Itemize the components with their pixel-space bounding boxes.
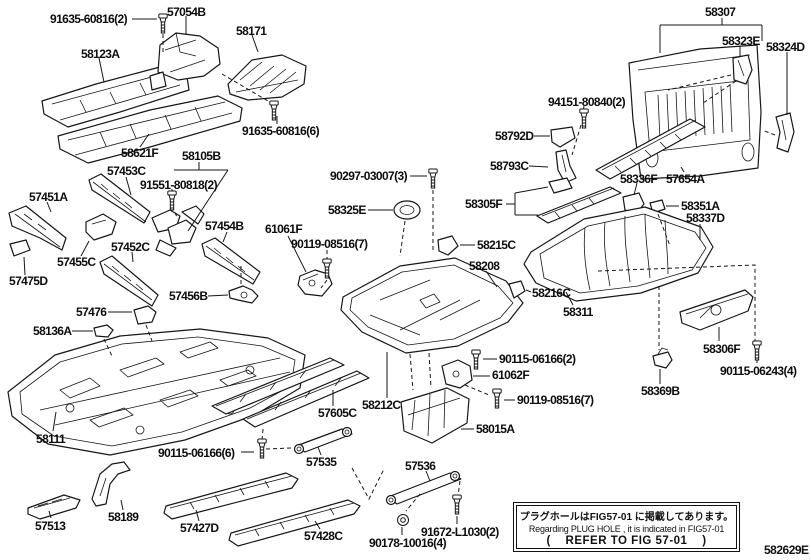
- part-label-58325E: 58325E: [328, 203, 366, 217]
- part-label-57475D: 57475D: [9, 274, 48, 288]
- part-label-90119085167: 90119-08516(7): [291, 237, 368, 251]
- part-label-58306F: 58306F: [703, 342, 741, 356]
- part-label-90115061662: 90115-06166(2): [499, 352, 576, 366]
- part-label-57536: 57536: [405, 459, 436, 473]
- part-label-58311: 58311: [563, 305, 593, 319]
- part-label-57428C: 57428C: [304, 529, 343, 543]
- part-label-90115062434: 90115-06243(4): [720, 364, 797, 378]
- part-label-57476: 57476: [76, 305, 107, 319]
- part-label-58307: 58307: [705, 5, 736, 19]
- part-label-90178100164: 90178-10016(4): [369, 536, 447, 550]
- part-label-91635608166: 91635-60816(6): [242, 124, 320, 138]
- part-label-57054B: 57054B: [167, 5, 206, 19]
- part-label-94151808402: 94151-80840(2): [548, 95, 626, 109]
- part-label-58792D: 58792D: [495, 129, 534, 143]
- part-label-57513: 57513: [35, 519, 66, 533]
- part-label-91672L10302: 91672-L1030(2): [421, 525, 499, 539]
- part-label-58105B: 58105B: [182, 149, 221, 163]
- note-box: プラグホールはFIG57-01 に掲載してあります。 Regarding PLU…: [513, 502, 740, 552]
- part-label-61062F: 61062F: [492, 368, 530, 382]
- part-label-57654A: 57654A: [666, 172, 705, 186]
- part-label-58324D: 58324D: [766, 40, 805, 54]
- part-label-58123A: 58123A: [81, 47, 120, 61]
- part-label-58323E: 58323E: [722, 34, 760, 48]
- note-line-refer: ( REFER TO FIG 57-01 ): [546, 534, 707, 547]
- part-label-57451A: 57451A: [29, 190, 68, 204]
- part-label-58369B: 58369B: [641, 384, 680, 398]
- part-label-58351A: 58351A: [681, 199, 720, 213]
- part-label-58111: 58111: [36, 432, 66, 446]
- part-label-58305F: 58305F: [465, 197, 503, 211]
- part-label-91551808182: 91551-80818(2): [140, 178, 218, 192]
- part-label-58621F: 58621F: [121, 146, 159, 160]
- note-box-inner: プラグホールはFIG57-01 に掲載してあります。 Regarding PLU…: [516, 505, 737, 549]
- part-label-58336F: 58336F: [620, 172, 658, 186]
- part-label-90115061666: 90115-06166(6): [158, 446, 235, 460]
- part-label-57453C: 57453C: [107, 164, 146, 178]
- part-label-57535: 57535: [306, 455, 337, 469]
- part-label-58189: 58189: [108, 510, 139, 524]
- part-label-58215C: 58215C: [477, 238, 516, 252]
- part-label-90119085167: 90119-08516(7): [517, 393, 594, 407]
- part-label-58337D: 58337D: [686, 211, 725, 225]
- part-label-57455C: 57455C: [57, 255, 96, 269]
- part-label-58208: 58208: [469, 259, 500, 273]
- note-line-english: Regarding PLUG HOLE , it is indicated in…: [528, 523, 725, 534]
- part-label-58136A: 58136A: [33, 324, 72, 338]
- part-label-91635608162: 91635-60816(2): [50, 12, 128, 26]
- part-label-61061F: 61061F: [265, 222, 303, 236]
- part-label-57605C: 57605C: [318, 406, 357, 420]
- part-label-58212C: 58212C: [362, 398, 401, 412]
- note-line-japanese: プラグホールはFIG57-01 に掲載してあります。: [519, 511, 734, 523]
- part-label-57454B: 57454B: [205, 219, 244, 233]
- part-label-58171: 58171: [236, 24, 267, 38]
- diagram-code: 582629E: [764, 543, 809, 557]
- part-label-57452C: 57452C: [111, 240, 150, 254]
- part-label-58216C: 58216C: [532, 286, 571, 300]
- part-label-57427D: 57427D: [180, 521, 219, 535]
- part-label-57456B: 57456B: [169, 289, 208, 303]
- part-label-58015A: 58015A: [476, 422, 515, 436]
- part-label-58793C: 58793C: [490, 159, 529, 173]
- part-label-90297030073: 90297-03007(3): [330, 169, 408, 183]
